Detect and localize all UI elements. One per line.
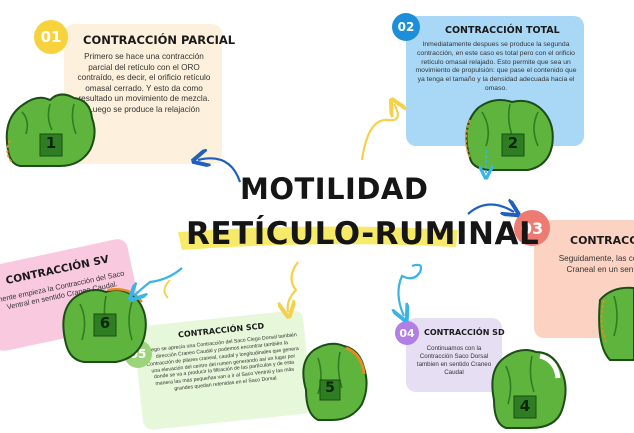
stomach-2-label: 2 [507, 134, 519, 152]
stomach-2 [465, 99, 554, 171]
stomach-3 [598, 286, 634, 361]
step3-text: Seguidamente, las con Craneal en un sent… [558, 254, 634, 274]
step3-number: 03 [520, 218, 544, 238]
step4-number: 04 [399, 326, 415, 340]
main-title-line2: RETÍCULO-RUMINAL [186, 216, 540, 252]
step4-text: Continuamos con la Contracción Saco Dors… [416, 345, 492, 376]
stomach-5-label: 5 [325, 380, 335, 396]
step2-number: 02 [397, 20, 415, 34]
main-title-line1: MOTILIDAD [240, 172, 429, 206]
arrow-loop-to-step4 [398, 263, 423, 316]
stomach-6 [62, 288, 147, 363]
stomach-4 [491, 349, 567, 429]
arrow-yellow-small [163, 279, 171, 299]
step4-card [406, 318, 502, 392]
arrow-yellow-to-step2 [360, 104, 398, 161]
arrow-to-step6 [134, 267, 183, 296]
stomach-1-label: 1 [45, 134, 57, 152]
stomach-1 [5, 93, 96, 167]
step3-title: CONTRACCI [570, 234, 634, 247]
stomach-5 [302, 342, 368, 421]
arrow-title-to-step3 [467, 204, 514, 214]
step4-title: CONTRACCIÓN SD [424, 328, 505, 337]
step1-number: 01 [40, 28, 62, 46]
arrow-yellow-to-step5 [288, 261, 299, 312]
stomach-4-label: 4 [519, 397, 531, 415]
step1-text: Primero se hace una contracción parcial … [77, 52, 211, 114]
step2-text: Inmediatamente despues se produce la seg… [415, 41, 577, 93]
step2-title: CONTRACCIÓN TOTAL [445, 25, 560, 36]
step1-title: CONTRACCIÓN PARCIAL [83, 33, 236, 47]
stomach-6-label: 6 [99, 314, 111, 332]
arrow-title-to-step1 [198, 158, 242, 183]
step2-badge: 02 [392, 13, 420, 41]
step1-badge: 01 [34, 20, 68, 54]
